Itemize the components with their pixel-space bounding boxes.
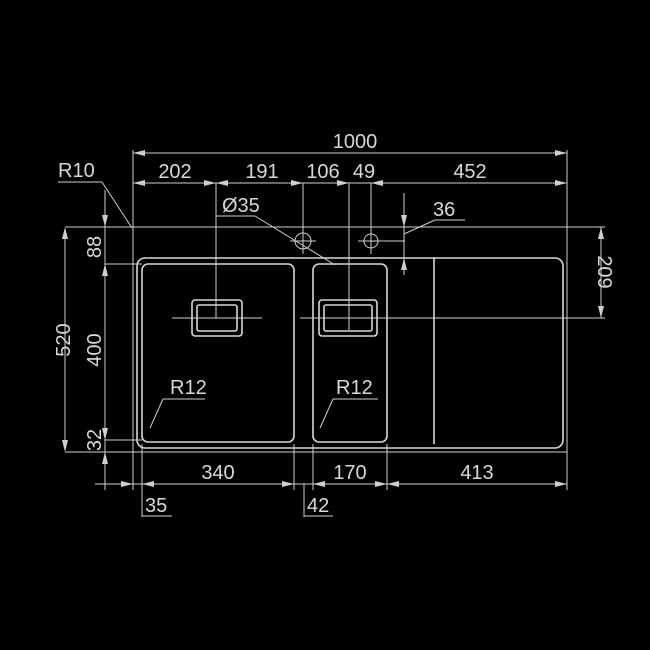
hole-offset-dim: 36 (433, 199, 455, 221)
dim-total-depth: 520 (53, 323, 75, 356)
dim-bottom-margin: 32 (84, 429, 106, 451)
dim-left-offset: 35 (145, 495, 167, 517)
dim-overall-width: 1000 (333, 131, 378, 153)
bowl-radius-left: R12 (170, 377, 207, 399)
sink-outline (132, 226, 568, 453)
corner-radius-label: R10 (58, 160, 95, 182)
dim-right-209: 209 (593, 255, 615, 288)
dim-left-bowl-width: 340 (201, 462, 234, 484)
bowl-radius-right: R12 (336, 377, 373, 399)
dim-top-2: 191 (245, 161, 278, 183)
dim-top-4: 49 (353, 161, 375, 183)
arrowheads (62, 150, 604, 487)
dim-top-3: 106 (306, 161, 339, 183)
dim-top-1: 202 (158, 161, 191, 183)
sink-rim (136, 257, 564, 449)
left-bowl (141, 263, 295, 443)
right-bowl (312, 263, 388, 443)
dim-drainboard-width: 413 (460, 462, 493, 484)
tap-hole-diameter: Ø35 (222, 195, 260, 217)
dim-right-bowl-width: 170 (333, 462, 366, 484)
dim-top-5: 452 (453, 161, 486, 183)
dim-bowl-gap: 42 (307, 495, 329, 517)
dim-bowl-depth: 400 (84, 333, 106, 366)
dim-top-margin: 88 (84, 236, 106, 258)
